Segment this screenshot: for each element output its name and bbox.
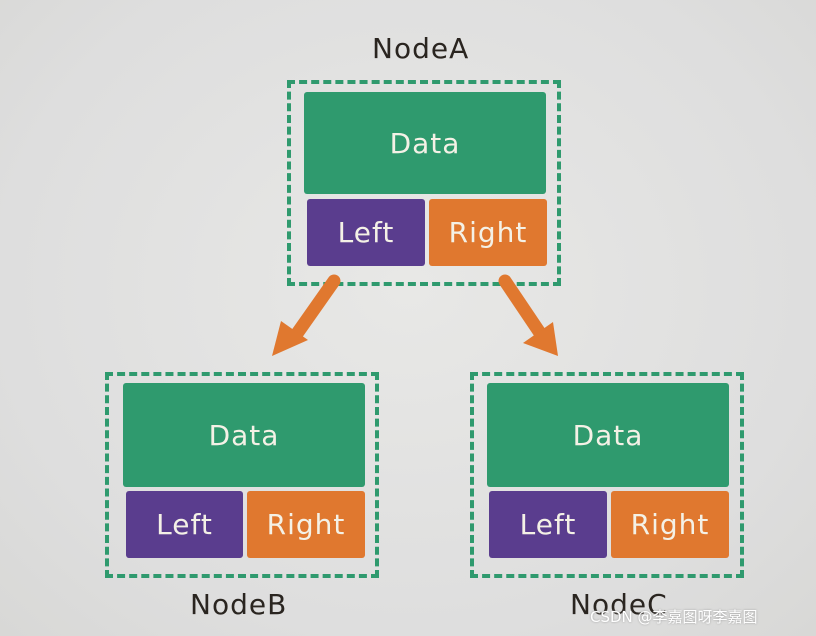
- node-b-title: NodeB: [190, 588, 288, 621]
- node-a-box: [287, 80, 561, 286]
- arrow-a-to-b: [272, 274, 341, 356]
- watermark-text: CSDN @李嘉图呀李嘉图: [590, 608, 758, 626]
- node-a-right-cell: Right: [429, 199, 547, 266]
- node-b-left-cell: Left: [126, 491, 243, 558]
- node-a-title: NodeA: [372, 32, 470, 65]
- node-b-data-cell: Data: [123, 383, 365, 487]
- node-a-left-cell: Left: [307, 199, 425, 266]
- node-c-right-cell: Right: [611, 491, 729, 558]
- arrow-a-to-c: [498, 274, 558, 356]
- node-b-right-cell: Right: [247, 491, 365, 558]
- node-c-left-cell: Left: [489, 491, 607, 558]
- node-c-box: [470, 372, 744, 578]
- node-c-data-cell: Data: [487, 383, 729, 487]
- node-c-title: NodeC: [570, 588, 668, 621]
- node-b-box: [105, 372, 379, 578]
- node-a-data-cell: Data: [304, 92, 546, 194]
